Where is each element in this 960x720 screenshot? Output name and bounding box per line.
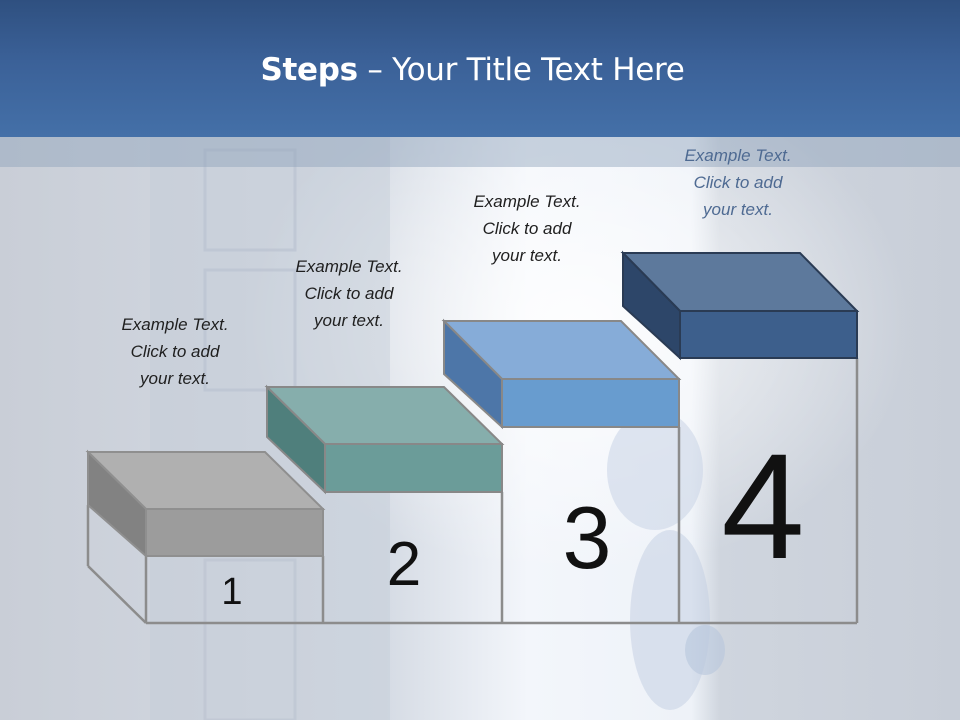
step-4-caption[interactable]: Example Text. Click to add your text.	[643, 142, 833, 223]
step-3-caption-line-3: your text.	[492, 246, 562, 265]
step-2-block[interactable]	[264, 384, 505, 495]
step-1-caption-line-3: your text.	[140, 369, 210, 388]
step-4-number: 4	[721, 422, 804, 590]
step-3-caption[interactable]: Example Text. Click to add your text.	[432, 188, 622, 269]
step-3-caption-line-2: Click to add	[482, 219, 572, 238]
step-2-caption[interactable]: Example Text. Click to add your text.	[254, 253, 444, 334]
title-bar	[0, 0, 960, 137]
step-4-caption-line-3: your text.	[703, 200, 773, 219]
step-2-caption-line-3: your text.	[314, 311, 384, 330]
step-1-block[interactable]	[85, 449, 326, 559]
title-rest: – Your Title Text Here	[357, 52, 685, 88]
step-3-caption-line-1: Example Text.	[473, 192, 581, 211]
slide-title[interactable]: Steps – Your Title Text Here	[0, 52, 945, 88]
step-1-caption-line-1: Example Text.	[121, 315, 229, 334]
step-4-caption-line-1: Example Text.	[684, 146, 792, 165]
step-4-block[interactable]	[620, 250, 860, 361]
staircase-outline	[86, 358, 859, 625]
step-2-caption-line-2: Click to add	[304, 284, 394, 303]
step-1-number: 1	[221, 571, 242, 613]
step-2-number: 2	[387, 530, 421, 599]
step-2-caption-line-1: Example Text.	[295, 257, 403, 276]
step-3-block[interactable]	[441, 318, 682, 430]
step-1-caption[interactable]: Example Text. Click to add your text.	[80, 311, 270, 392]
step-3-number: 3	[563, 488, 612, 587]
title-bold: Steps	[260, 52, 358, 88]
step-4-caption-line-2: Click to add	[693, 173, 783, 192]
step-1-caption-line-2: Click to add	[130, 342, 220, 361]
